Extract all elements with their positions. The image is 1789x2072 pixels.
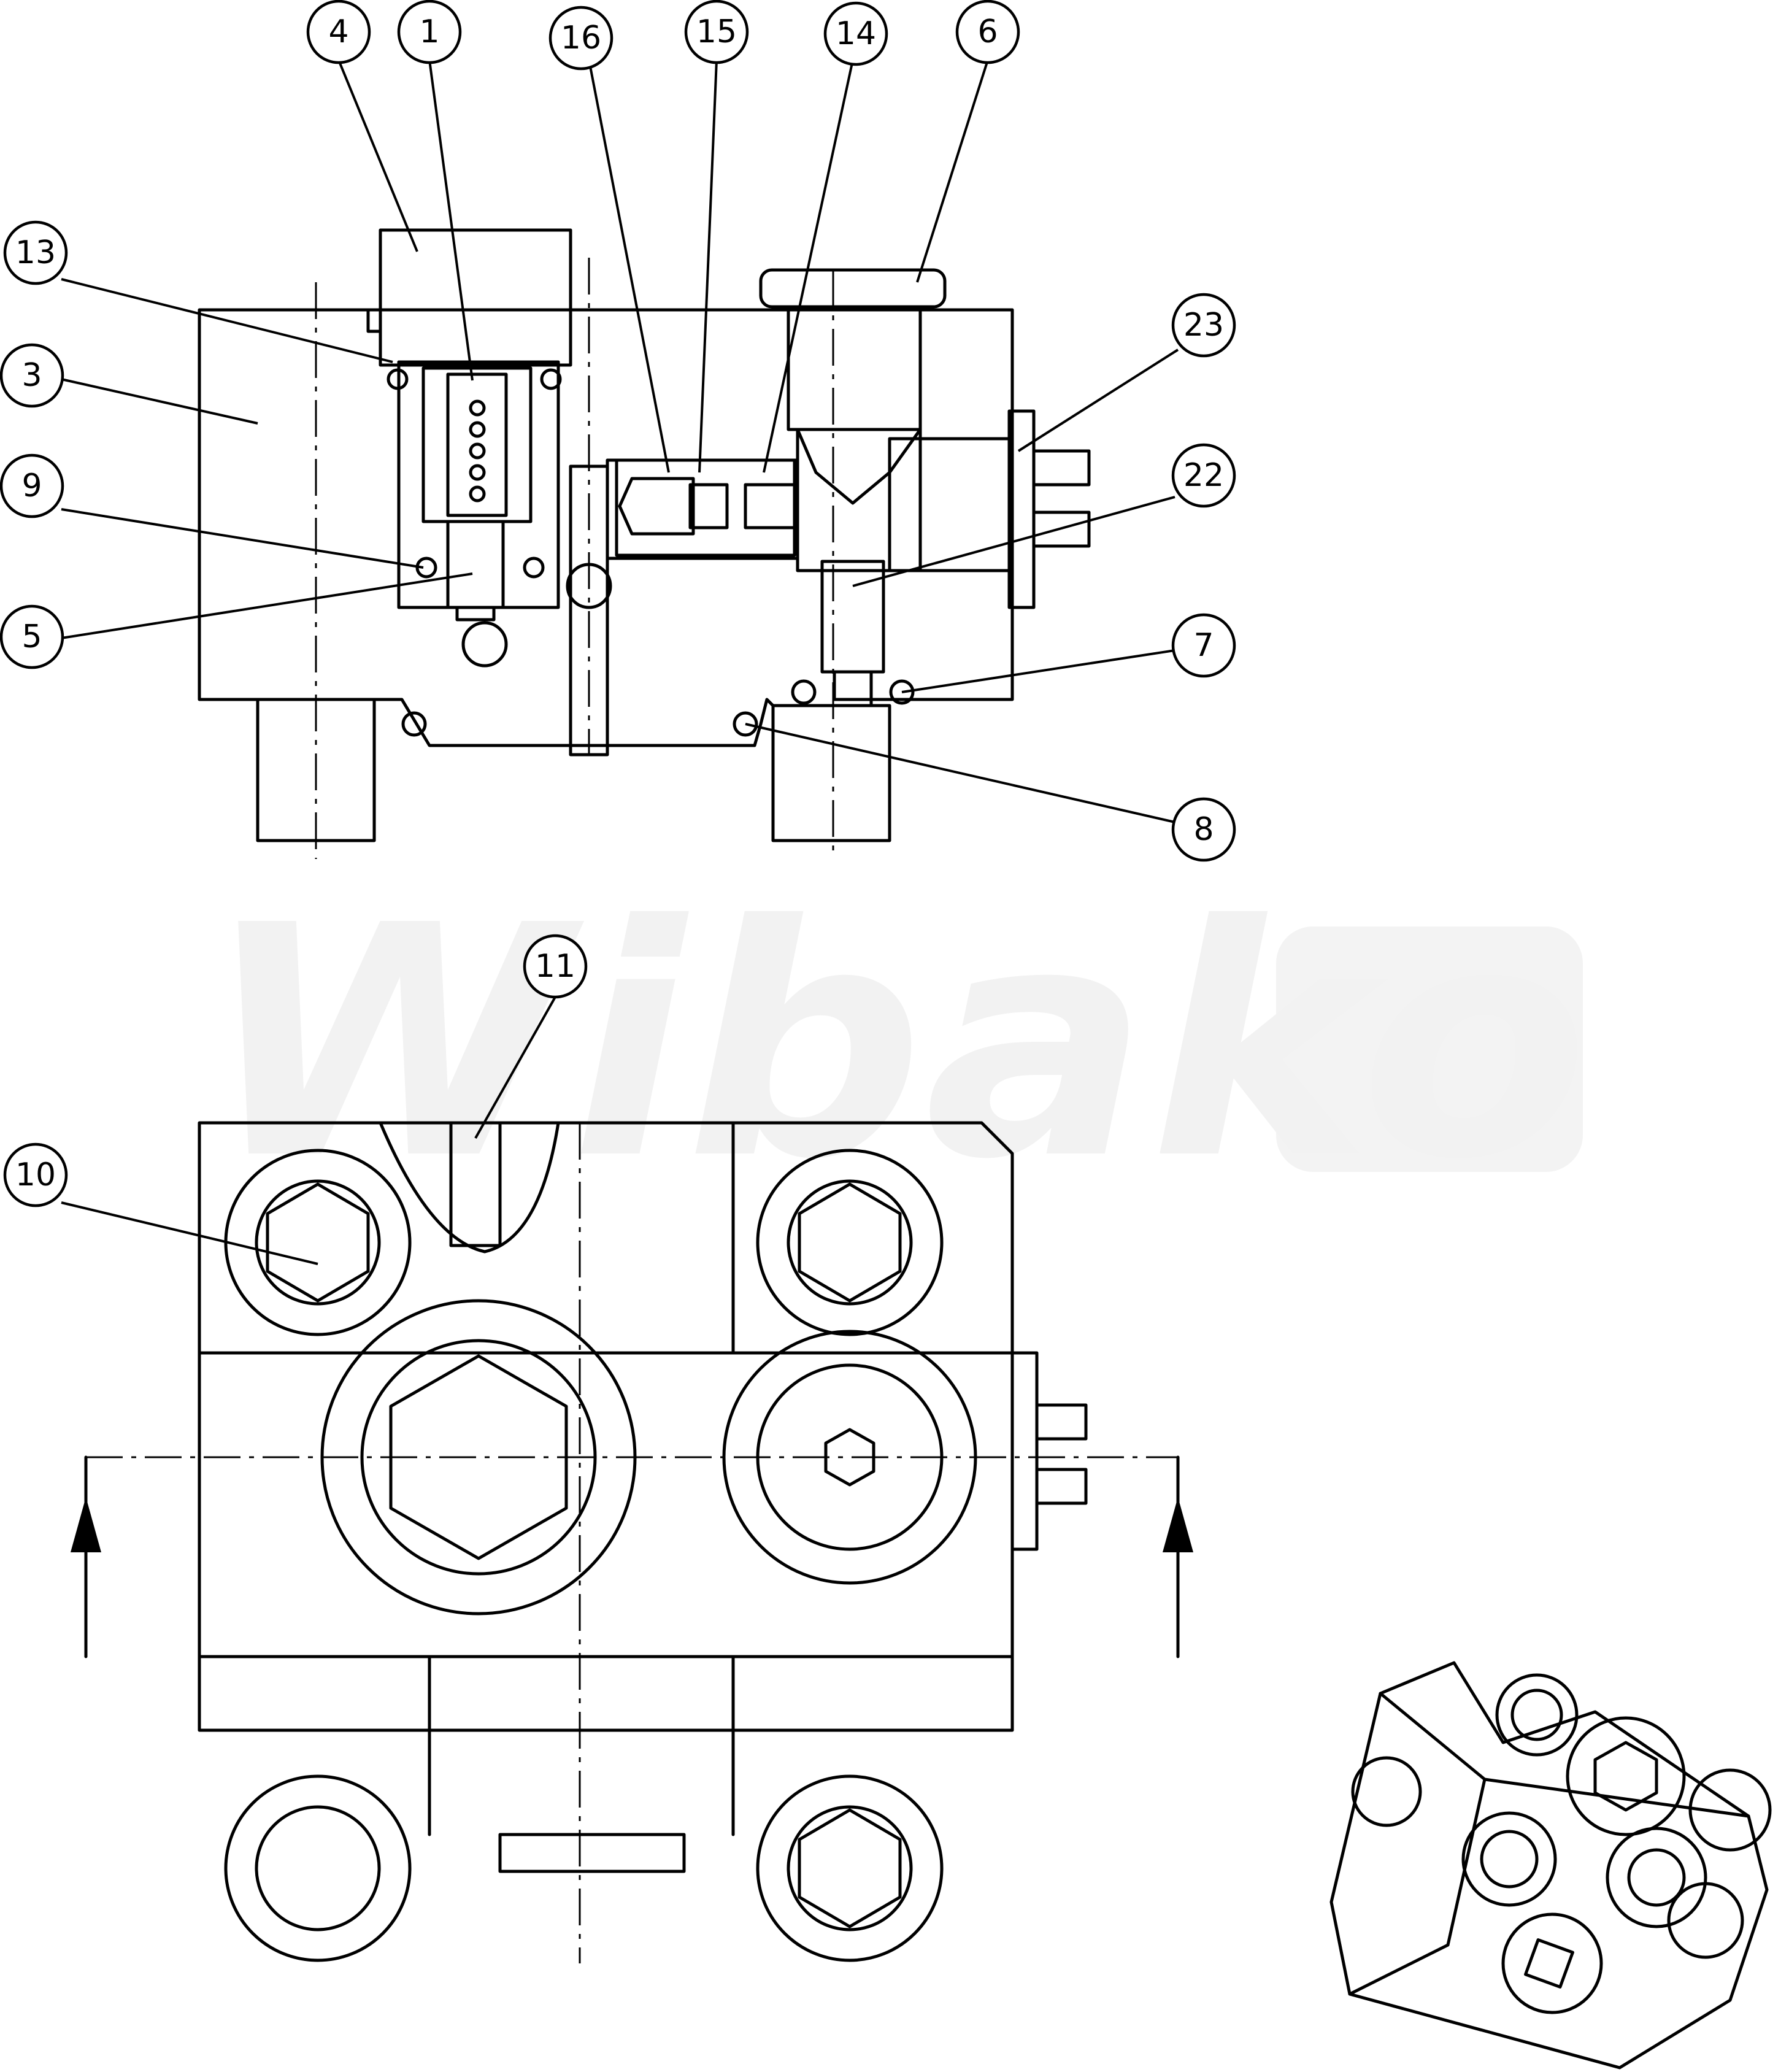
callout-13 bbox=[3, 220, 68, 285]
callout-15-label: 15 bbox=[696, 13, 737, 50]
callout-8-label: 8 bbox=[1193, 811, 1214, 848]
callout-1-label: 1 bbox=[419, 13, 439, 50]
callout-15 bbox=[684, 0, 749, 64]
check-valve-spring-15 bbox=[688, 483, 729, 530]
section-view bbox=[198, 228, 1091, 859]
callout-10-label: 10 bbox=[15, 1157, 56, 1193]
watermark-logo-box bbox=[1276, 926, 1583, 1172]
callout-16-label: 16 bbox=[561, 20, 601, 56]
callout-4 bbox=[306, 0, 371, 64]
callout-11 bbox=[523, 934, 588, 999]
callout-23-label: 23 bbox=[1183, 307, 1224, 344]
section-arrow-right bbox=[1163, 1497, 1193, 1552]
stud-right bbox=[771, 704, 891, 842]
bolt-pocket-bottom-left bbox=[224, 1774, 412, 1962]
check-valve-poppet-16 bbox=[618, 477, 695, 536]
check-valve-body-14 bbox=[615, 458, 796, 557]
callout-14 bbox=[823, 1, 888, 66]
callout-22-label: 22 bbox=[1183, 457, 1224, 494]
callout-5-label: 5 bbox=[21, 618, 42, 655]
bolt-pocket-top-right bbox=[756, 1149, 944, 1336]
callout-16 bbox=[548, 6, 614, 71]
callout-6-label: 6 bbox=[977, 13, 998, 50]
plan-view bbox=[71, 1121, 1193, 1963]
callouts: 4 1 16 15 14 6 13 3 9 5 23 22 7 8 11 10 bbox=[0, 0, 1236, 1265]
cap-part-4 bbox=[379, 228, 572, 367]
check-valve-bore bbox=[606, 458, 799, 560]
callout-4-label: 4 bbox=[328, 13, 348, 50]
plunger-part-5 bbox=[446, 520, 505, 609]
callout-6 bbox=[955, 0, 1020, 64]
hex-socket bbox=[824, 1428, 875, 1487]
o-ring-8 bbox=[733, 711, 758, 737]
callout-7-label: 7 bbox=[1193, 627, 1214, 664]
callout-8 bbox=[1171, 797, 1236, 862]
isometric-view bbox=[1329, 1661, 1772, 2070]
valve-body-section bbox=[198, 308, 1014, 747]
o-ring-7 bbox=[791, 679, 817, 705]
side-port bbox=[888, 437, 1014, 572]
o-ring-13 bbox=[387, 368, 409, 390]
callout-14-label: 14 bbox=[836, 15, 876, 52]
section-arrow-left bbox=[71, 1497, 101, 1552]
callout-3 bbox=[0, 343, 64, 408]
plug-part-6 bbox=[759, 268, 947, 309]
callout-3-label: 3 bbox=[21, 357, 42, 394]
callout-11-label: 11 bbox=[535, 948, 575, 985]
callout-23 bbox=[1171, 293, 1236, 358]
plug-part-23 bbox=[1007, 409, 1036, 609]
callout-10 bbox=[3, 1142, 68, 1207]
callout-9-label: 9 bbox=[21, 468, 42, 504]
ball bbox=[461, 621, 508, 668]
cartridge-part-22 bbox=[820, 560, 885, 674]
plug-part-11 bbox=[449, 1121, 502, 1247]
callout-9 bbox=[0, 453, 64, 518]
callout-7 bbox=[1171, 613, 1236, 678]
callout-1 bbox=[397, 0, 462, 64]
hex-plug bbox=[389, 1354, 568, 1560]
bolt-pocket-bottom-right bbox=[756, 1774, 944, 1962]
callout-22 bbox=[1171, 443, 1236, 508]
callout-13-label: 13 bbox=[15, 234, 56, 271]
iso-body bbox=[1329, 1661, 1769, 2070]
callout-5 bbox=[0, 604, 64, 669]
